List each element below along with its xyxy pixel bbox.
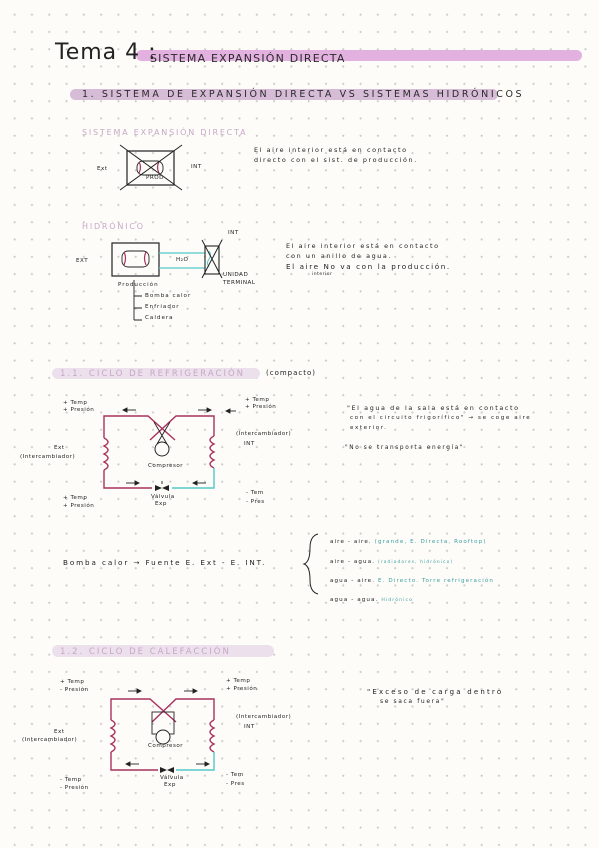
ciclo1-ext-1: Ext (54, 445, 65, 451)
bomba-option-4-note: Hidrónico (381, 598, 414, 603)
expansion-prod-label: PROD (146, 175, 164, 181)
bomba-option-1-note: (grande, E. Directa, Rooftop) (374, 539, 487, 545)
ciclo1-bottom-right-1: - Tem (246, 490, 264, 496)
ciclo2-top-left-2: - Presión (60, 687, 89, 693)
page-title-prefix: Tema 4 : (55, 40, 157, 65)
expansion-desc-2: directo con el sist. de producción. (254, 156, 418, 164)
title-highlight (136, 50, 582, 61)
bomba-option-3-note: E. Directo. Torre refrigeración (378, 578, 495, 584)
bomba-option-2-note: (radiadores, hidrónico) (378, 560, 454, 565)
ciclo1-top-left-2: + Presión (63, 407, 95, 413)
ciclo1-valvula-1: Válvula (151, 494, 175, 500)
ciclo2-ext-2: (Intercambiador) (22, 737, 78, 743)
bomba-option-2: aire - agua. (radiadores, hidrónico) (330, 556, 453, 569)
hidronico-note-interior: interior (312, 272, 333, 277)
ciclo1-bottom-left-2: + Presión (63, 503, 95, 509)
ciclo2-valvula-2: Exp (164, 782, 176, 788)
ciclo1-top-left-1: + Temp (63, 400, 88, 406)
page-title: Sistema Expansión Directa (150, 52, 346, 65)
production-item-2: Enfriador (145, 304, 180, 310)
ciclo1-subtitle: (compacto) (266, 369, 317, 377)
ciclo1-quote-4: "No se transporta energía" (345, 445, 465, 451)
production-item-1: Bomba calor (145, 293, 192, 299)
hidronico-title: Hidrónico (82, 222, 145, 231)
ciclo2-bottom-right-1: - Tem (226, 772, 244, 778)
ciclo2-ext-1: Ext (54, 729, 65, 735)
ciclo1-quote-3: exterior. (350, 425, 388, 431)
bomba-option-4: agua - agua. Hidrónico (330, 594, 413, 607)
hidronico-desc-3: El aire No va con la producción. (286, 262, 451, 271)
ciclo1-int-1: (Intercambiador) (236, 431, 292, 437)
ciclo2-bottom-left-2: - Presión (60, 785, 89, 791)
production-item-3: Caldera (145, 315, 174, 321)
ciclo1-quote-1: "El agua de la sala está en contacto (347, 404, 520, 412)
ciclo1-top-right-2: + Presión (245, 404, 277, 410)
hidronico-desc-2: con un anillo de agua. (286, 252, 393, 260)
ciclo1-quote-2: con el circuito frigorífico" → se coge a… (350, 415, 532, 421)
ciclo2-int-1: (Intercambiador) (236, 714, 292, 720)
hidronico-desc-1: El aire interior está en contacto (286, 242, 440, 250)
terminal-label-2: TERMINAL (223, 280, 256, 286)
ciclo1-top-right-1: + Temp (245, 397, 270, 403)
ciclo2-top-right-2: + Presión (226, 686, 258, 692)
ciclo2-top-left-1: + Temp (60, 679, 85, 685)
section1-title: 1. Sistema de expansión directa vs siste… (82, 89, 525, 100)
ciclo1-int-2: INT (244, 441, 255, 447)
ciclo1-bottom-left-1: + Temp (63, 495, 88, 501)
hidronico-h2o-label: H₂O (176, 257, 189, 263)
hidronico-ext-label: EXT (76, 258, 89, 264)
bomba-option-4-pair: agua - agua. (330, 597, 379, 603)
ciclo1-bottom-right-2: - Pres (246, 499, 265, 505)
ciclo2-quote-1: "Exceso de carga dentro (367, 688, 504, 696)
ciclo2-quote-2: se saca fuera" (380, 698, 446, 705)
ciclo1-ext-2: (Intercambiador) (20, 454, 76, 460)
ciclo2-int-2: INT (244, 724, 255, 730)
expansion-desc-1: El aire interior está en contacto (254, 146, 408, 154)
bomba-option-1: aire - aire. (grande, E. Directa, Roofto… (330, 536, 487, 548)
bomba-text: Bomba calor → Fuente E. Ext - E. INT. (63, 558, 267, 567)
ciclo2-valvula-1: Válvula (160, 775, 184, 781)
ciclo2-top-right-1: + Temp (226, 678, 251, 684)
ciclo1-title: 1.1. Ciclo de refrigeración (60, 369, 245, 379)
ciclo2-highlight (52, 645, 274, 657)
ciclo2-title: 1.2. Ciclo de calefacción (60, 647, 231, 657)
expansion-int-label: INT (191, 164, 202, 170)
bomba-option-1-pair: aire - aire. (330, 539, 372, 545)
production-label: Producción (118, 282, 159, 288)
bomba-option-2-pair: aire - agua. (330, 559, 376, 565)
ciclo2-bottom-left-1: - Temp (60, 777, 82, 783)
ciclo1-valvula-2: Exp (155, 501, 167, 507)
bomba-option-3: agua - aire. E. Directo. Torre refrigera… (330, 575, 494, 587)
expansion-ext-label: Ext (97, 166, 108, 172)
section1-highlight (70, 89, 498, 100)
ciclo1-highlight (52, 368, 260, 379)
ciclo2-compresor: Compresor (148, 743, 184, 749)
ciclo2-bottom-right-2: - Pres (226, 781, 245, 787)
bomba-option-3-pair: agua - aire. (330, 578, 376, 584)
terminal-label-1: UNIDAD (223, 272, 249, 278)
hidronico-int-label: INT (228, 230, 239, 236)
expansion-title: Sistema expansión directa (82, 128, 248, 137)
ciclo1-compresor: Compresor (148, 463, 184, 469)
